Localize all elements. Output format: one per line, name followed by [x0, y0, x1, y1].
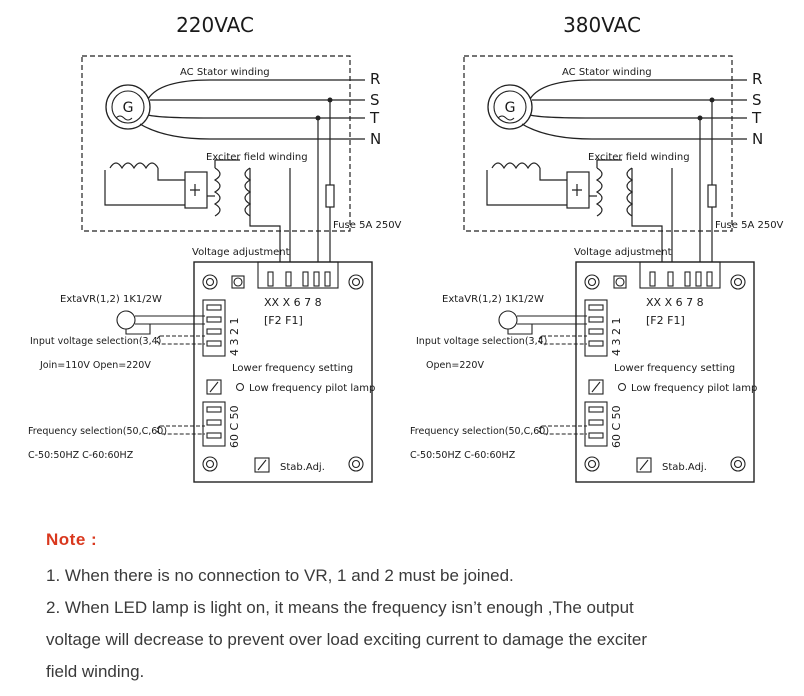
freq-sel-label: Frequency selection(50,C,60): [28, 426, 167, 437]
terminal-s: S: [752, 91, 762, 109]
input-jumper-icon: [156, 335, 205, 345]
fuse-terminals: [F2 F1]: [264, 314, 303, 327]
diagram-title: 380VAC: [563, 13, 641, 37]
freq-jumper-block: [156, 401, 226, 447]
wiring-diagrams: 220VAC G AC Stator winding R S T N: [28, 13, 784, 483]
terminal-n: N: [370, 130, 381, 148]
terminal-t: T: [369, 109, 380, 127]
pilot-lamp-icon: [236, 383, 244, 391]
external-vr-icon: [498, 310, 587, 335]
terminal-s: S: [370, 91, 380, 109]
input-sel-label: Input voltage selection(3,4): [416, 336, 547, 347]
exciter-label: Exciter field winding: [206, 152, 308, 163]
input-sel-note: Open=220V: [426, 360, 484, 371]
lower-freq-label: Lower frequency setting: [232, 363, 353, 374]
freq-jumper-block: [538, 401, 608, 447]
freq-sel-note: C-50:50HZ C-60:60HZ: [410, 450, 516, 461]
diagram-380vac: 380VAC G AC Stator winding R S T N: [410, 13, 784, 483]
input-jumper-icon: [538, 335, 587, 345]
stab-label: Stab.Adj.: [662, 462, 707, 473]
lower-freq-label: Lower frequency setting: [614, 363, 735, 374]
pin-header: [202, 299, 226, 357]
terminal-r: R: [752, 70, 762, 88]
terminal-r: R: [370, 70, 380, 88]
stab-pot-icon: [254, 457, 270, 473]
freq-pins: 60 C 50: [610, 405, 623, 448]
extvr-label: ExtaVR(1,2) 1K1/2W: [442, 294, 544, 305]
generator-symbol: G: [505, 100, 516, 116]
generator-icon: [487, 84, 533, 130]
terminal-t: T: [751, 109, 762, 127]
stab-pot-icon: [636, 457, 652, 473]
mounting-screw-icon: [202, 274, 364, 472]
pilot-label: Low frequency pilot lamp: [249, 383, 375, 394]
exciter-label: Exciter field winding: [588, 152, 690, 163]
generator-icon: [105, 84, 151, 130]
external-vr-icon: [116, 310, 205, 335]
pin-header: [584, 299, 608, 357]
input-sel-label: Input voltage selection(3,4): [30, 336, 161, 347]
generator-enclosure: [463, 55, 733, 232]
pin-numbers: 4 3 2 1: [228, 318, 241, 356]
note-line: 1. When there is no connection to VR, 1 …: [46, 566, 514, 585]
mounting-screw-icon: [584, 274, 746, 472]
terminal-numbers: XX X 6 7 8: [646, 296, 704, 309]
adjust-pot-icon: [613, 275, 627, 289]
voltage-adj-label: Voltage adjustment: [574, 247, 672, 258]
generator-enclosure: [81, 55, 351, 232]
board-wires: [671, 100, 717, 262]
input-sel-note: Join=110V Open=220V: [39, 360, 151, 371]
note-line: field winding.: [46, 662, 145, 681]
terminal-block: [639, 261, 721, 289]
pilot-lamp-icon: [618, 383, 626, 391]
stator-lines: [139, 79, 365, 140]
notes-section: Note : 1. When there is no connection to…: [46, 530, 786, 688]
diagram-title: 220VAC: [176, 13, 254, 37]
stator-lines: [521, 79, 747, 140]
exciter-coil-icon: [104, 159, 281, 262]
stator-label: AC Stator winding: [562, 67, 652, 78]
board-wires: [289, 100, 335, 262]
extvr-label: ExtaVR(1,2) 1K1/2W: [60, 294, 162, 305]
fuse-label: Fuse 5A 250V: [333, 220, 402, 231]
note-line: voltage will decrease to prevent over lo…: [46, 630, 647, 649]
note-line: 2. When LED lamp is light on, it means t…: [46, 598, 634, 617]
pilot-label: Low frequency pilot lamp: [631, 383, 757, 394]
terminal-numbers: XX X 6 7 8: [264, 296, 322, 309]
fuse-label: Fuse 5A 250V: [715, 220, 784, 231]
note-title: Note :: [46, 530, 98, 549]
fuse-terminals: [F2 F1]: [646, 314, 685, 327]
screw-icon: [206, 379, 222, 395]
terminal-n: N: [752, 130, 763, 148]
freq-sel-note: C-50:50HZ C-60:60HZ: [28, 450, 134, 461]
terminal-block: [257, 261, 339, 289]
voltage-adj-label: Voltage adjustment: [192, 247, 290, 258]
diagram-220vac: 220VAC G AC Stator winding R S T N: [28, 13, 402, 483]
freq-sel-label: Frequency selection(50,C,60): [410, 426, 549, 437]
generator-symbol: G: [123, 100, 134, 116]
stab-label: Stab.Adj.: [280, 462, 325, 473]
stator-label: AC Stator winding: [180, 67, 270, 78]
pin-numbers: 4 3 2 1: [610, 318, 623, 356]
screw-icon: [588, 379, 604, 395]
freq-pins: 60 C 50: [228, 405, 241, 448]
exciter-coil-icon: [486, 159, 663, 262]
adjust-pot-icon: [231, 275, 245, 289]
